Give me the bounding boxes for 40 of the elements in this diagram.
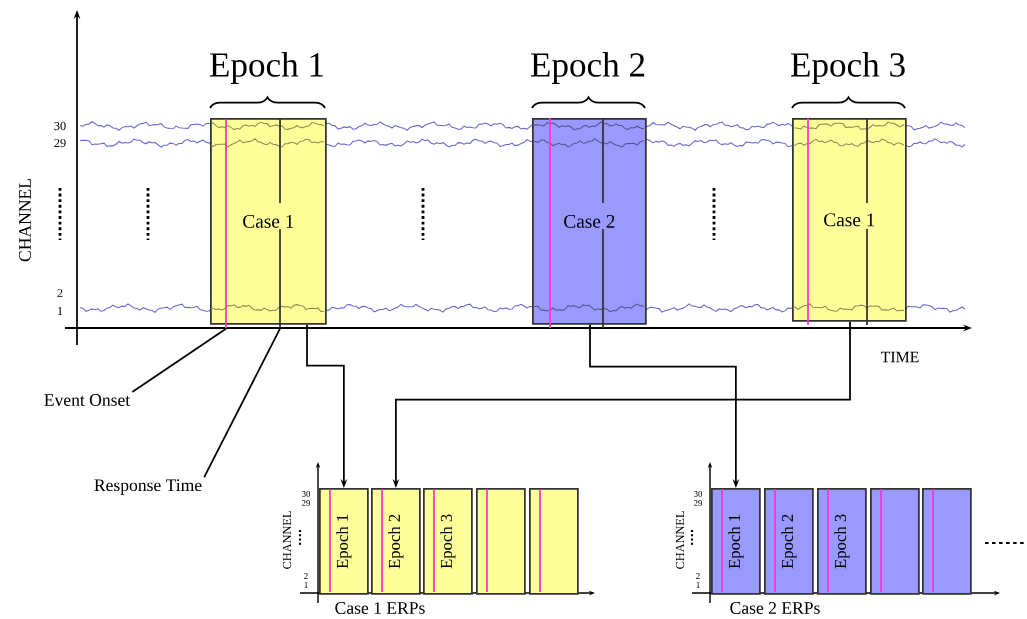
annotation-text: Response Time <box>94 479 202 495</box>
erp-box: Epoch 1 <box>711 488 761 595</box>
tick-label: 1 <box>696 582 700 588</box>
epoch-heading: Epoch 2 <box>530 52 645 84</box>
epoch-box: Case 1 <box>792 118 907 322</box>
tick-label: 2 <box>304 573 308 579</box>
annotation-text: Event Onset <box>44 394 131 406</box>
erp-box: Epoch 2 <box>371 488 421 595</box>
tick-label: 29 <box>694 500 703 506</box>
epoch-box: Case 2 <box>532 118 647 325</box>
epoch-box: Case 1 <box>210 118 327 325</box>
tick-label: 30 <box>302 491 311 497</box>
erp-box <box>476 488 526 595</box>
epoch-heading: Epoch 1 <box>209 52 323 84</box>
tick-label: 29 <box>54 138 66 148</box>
chart-caption: Case 2 ERPs <box>730 602 820 614</box>
erp-box: Epoch 3 <box>423 488 473 595</box>
axis-title: CHANNEL <box>19 179 31 262</box>
tick-label: 30 <box>694 491 703 497</box>
tick-label: 1 <box>304 582 308 588</box>
tick-label: 1 <box>58 306 63 316</box>
response-line <box>279 118 281 329</box>
erp-box <box>870 488 920 595</box>
axis-title: TIME <box>880 351 919 363</box>
erp-box: Epoch 3 <box>817 488 867 595</box>
erp-box: Epoch 2 <box>764 488 814 595</box>
leader-line <box>203 327 281 479</box>
axis-title: CHANNEL <box>282 511 292 569</box>
tick-label: 2 <box>57 288 63 298</box>
chart-caption: Case 1 ERPs <box>335 602 425 614</box>
epoch-heading: Epoch 3 <box>790 52 905 84</box>
erp-box <box>922 488 972 595</box>
erp-box: Epoch 1 <box>319 488 369 595</box>
leader-line <box>131 327 227 393</box>
axis-title: CHANNEL <box>675 511 685 569</box>
tick-label: 2 <box>696 573 700 579</box>
tick-label: 29 <box>302 500 311 506</box>
tick-label: 30 <box>54 121 66 131</box>
erp-box <box>529 488 579 595</box>
onset-line <box>225 119 227 329</box>
